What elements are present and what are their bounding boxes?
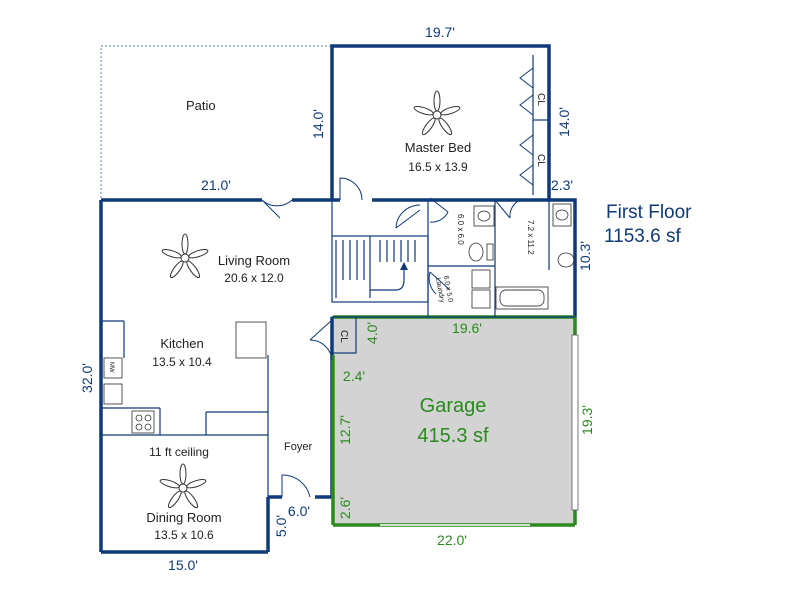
dim-right-bath: 10.3' bbox=[577, 241, 593, 271]
ceiling-label: 11 ft ceiling bbox=[149, 445, 209, 459]
patio-label: Patio bbox=[186, 98, 216, 113]
laundry-size-label: 6.0 x 5.0 bbox=[442, 275, 454, 303]
dim-garage-left-mid: 2.4' bbox=[343, 368, 365, 384]
fixtures bbox=[103, 203, 575, 434]
closet-label: CL bbox=[338, 330, 349, 343]
doors bbox=[261, 67, 534, 498]
foyer-label: Foyer bbox=[284, 441, 312, 453]
dim-garage-right: 19.3' bbox=[579, 405, 595, 435]
ceiling-fan-icon bbox=[413, 90, 461, 136]
microwave-label: MW bbox=[108, 362, 114, 373]
dim-foyer-width: 6.0' bbox=[288, 503, 310, 519]
laundry-label: Laundry bbox=[434, 277, 445, 304]
dim-top: 19.7' bbox=[425, 24, 455, 40]
floor-title: First Floor bbox=[606, 202, 692, 223]
dim-garage-top: 19.6' bbox=[452, 320, 482, 336]
kitchen-size: 13.5 x 10.4 bbox=[152, 355, 212, 369]
garage-area: 415.3 sf bbox=[417, 425, 489, 447]
garage-label: Garage bbox=[420, 395, 487, 417]
dim-foyer-height: 5.0' bbox=[273, 515, 289, 537]
dim-garage-left: 12.7' bbox=[337, 415, 353, 445]
dim-bottom-dining: 15.0' bbox=[168, 557, 198, 573]
dim-master-right: 14.0' bbox=[556, 107, 572, 137]
staircase bbox=[335, 236, 416, 298]
living-room-size: 20.6 x 12.0 bbox=[224, 271, 284, 285]
closet-label: CL bbox=[535, 93, 546, 106]
bath-size-label: 6.0 x 6.0 bbox=[456, 214, 465, 245]
garage-floor bbox=[333, 317, 575, 525]
bath-size-label: 7.2 x 11.2 bbox=[526, 220, 535, 255]
living-room-label: Living Room bbox=[218, 253, 290, 268]
dining-room-label: Dining Room bbox=[146, 510, 221, 525]
dim-patio-bottom: 21.0' bbox=[201, 177, 231, 193]
dim-master-left: 14.0' bbox=[310, 109, 326, 139]
dim-garage-left-bottom: 2.6' bbox=[337, 497, 353, 519]
dining-room-size: 13.5 x 10.6 bbox=[154, 528, 214, 542]
dim-right-small: 2.3' bbox=[551, 177, 573, 193]
ceiling-fan-icon bbox=[159, 463, 207, 509]
ceiling-fan-icon bbox=[161, 233, 209, 279]
dim-garage-left-top: 4.0' bbox=[364, 322, 380, 344]
floor-area: 1153.6 sf bbox=[604, 226, 681, 247]
kitchen-label: Kitchen bbox=[160, 336, 203, 351]
closet-label: CL bbox=[535, 154, 546, 167]
dim-left: 32.0' bbox=[79, 363, 95, 393]
master-bed-label: Master Bed bbox=[405, 140, 471, 155]
interior-walls bbox=[101, 55, 575, 497]
dim-garage-bottom: 22.0' bbox=[437, 532, 467, 548]
master-bed-size: 16.5 x 13.9 bbox=[408, 160, 468, 174]
patio-outline bbox=[100, 45, 332, 198]
